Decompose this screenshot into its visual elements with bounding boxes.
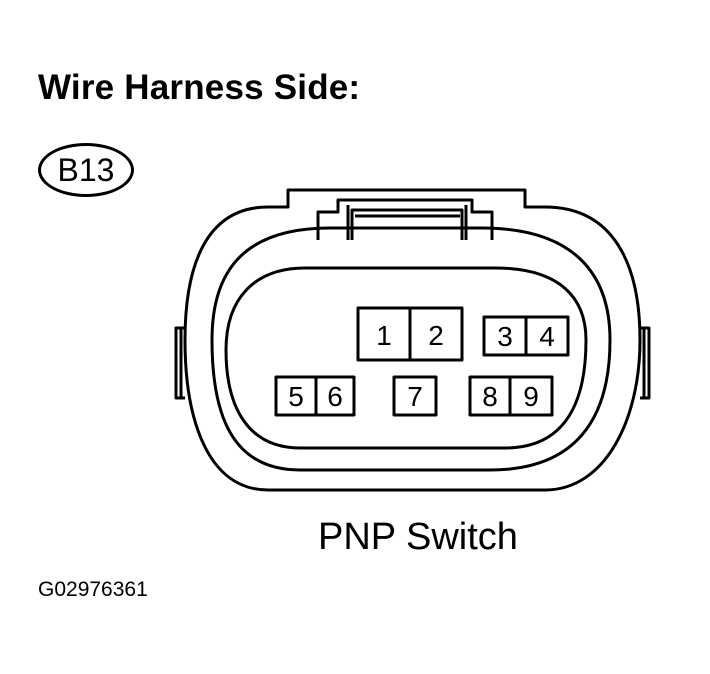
terminal-label-5: 5 — [288, 381, 304, 412]
right-side-tab — [640, 326, 651, 400]
connector-housing-inner — [210, 226, 612, 472]
connector-code-label: B13 — [57, 151, 115, 188]
terminal-label-2: 2 — [428, 320, 444, 351]
terminal-group-8-9 — [468, 375, 554, 417]
latch-bar — [346, 205, 468, 240]
terminal-group-3-4 — [482, 315, 570, 357]
terminal-pin-2 — [408, 306, 464, 362]
figure-id: G02976361 — [38, 578, 148, 601]
terminal-label-7: 7 — [407, 381, 423, 412]
diagram-caption: PNP Switch — [318, 516, 518, 558]
terminal-group-7 — [392, 375, 438, 417]
connector-housing-outer — [183, 188, 642, 492]
left-side-tab — [174, 326, 185, 400]
terminal-pin-9 — [508, 375, 554, 417]
terminal-label-4: 4 — [539, 321, 555, 352]
terminal-group-5-6 — [274, 375, 356, 417]
terminal-pin-6 — [314, 375, 356, 417]
locking-latch — [316, 198, 494, 240]
terminal-pin-4 — [524, 315, 570, 357]
connector-code-badge: B13 — [38, 143, 134, 197]
page-title: Wire Harness Side: — [38, 68, 361, 107]
terminal-label-9: 9 — [523, 381, 539, 412]
terminal-label-1: 1 — [376, 320, 392, 351]
terminal-group-1-2 — [356, 306, 464, 362]
terminal-cavity — [224, 266, 588, 450]
terminal-label-3: 3 — [497, 321, 513, 352]
terminal-pin-7 — [392, 375, 438, 417]
terminal-label-6: 6 — [327, 381, 343, 412]
terminal-label-8: 8 — [482, 381, 498, 412]
